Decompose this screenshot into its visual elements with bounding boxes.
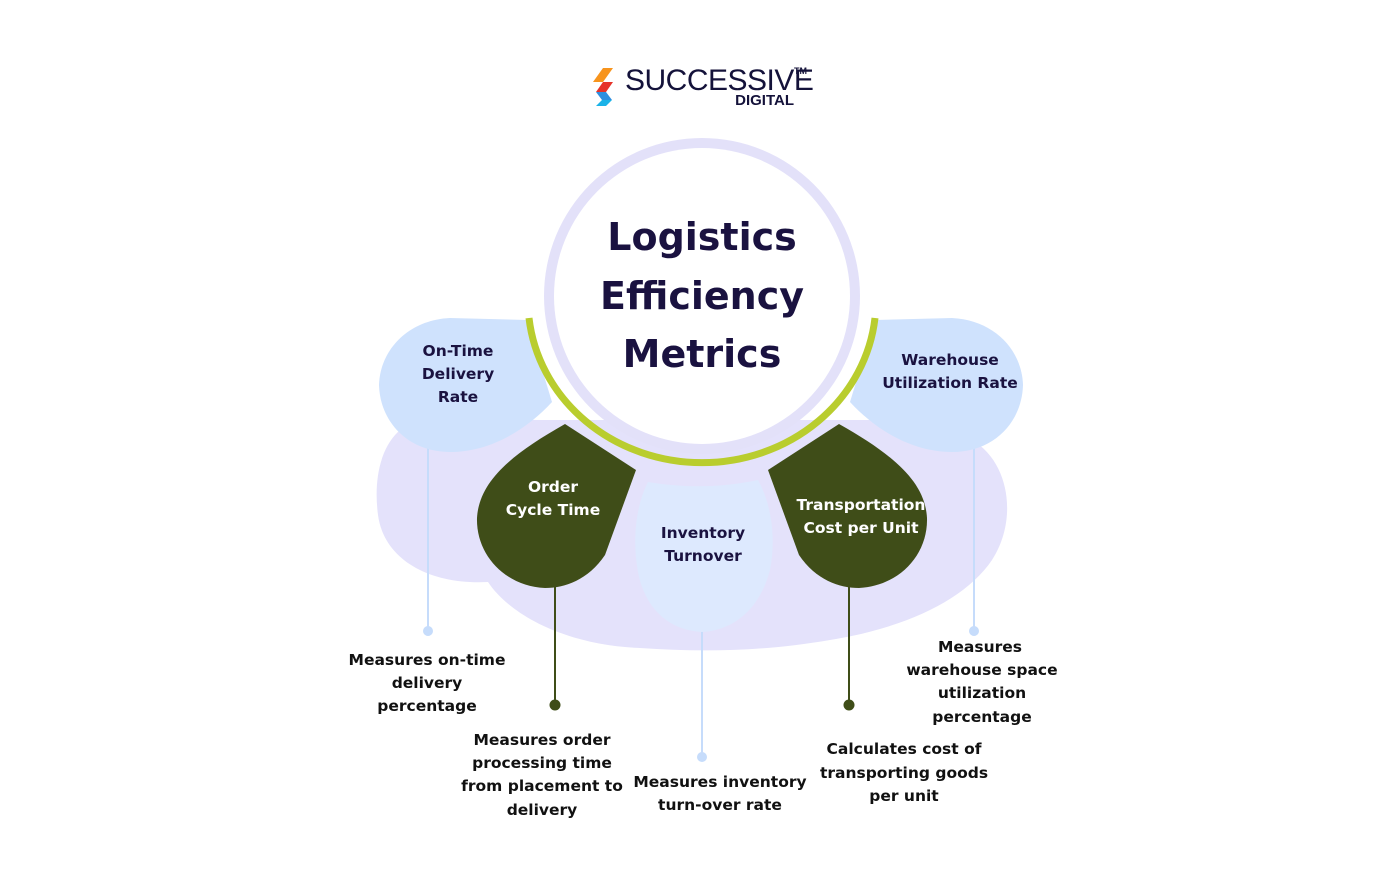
connector-dot-inventory-turnover	[697, 752, 707, 762]
center-title: Logistics Efficiency Metrics	[600, 215, 804, 376]
description-line: turn-over rate	[658, 796, 782, 814]
description-order-cycle-time: Measures order processing time from plac…	[461, 731, 623, 819]
logo-name: SUCCESSIVE	[625, 64, 813, 97]
brand-logo: SUCCESSIVE TM DIGITAL	[593, 64, 814, 109]
connector-dot-transportation-cost	[843, 699, 855, 711]
description-line: percentage	[932, 708, 1031, 726]
description-line: percentage	[377, 697, 476, 715]
logo-subtitle: DIGITAL	[735, 92, 794, 109]
label-line: Transportation	[797, 496, 926, 514]
description-line: Measures inventory	[633, 773, 806, 791]
node-on-time-delivery	[379, 318, 552, 452]
description-warehouse-utilization: Measures warehouse space utilization per…	[906, 638, 1057, 726]
connector-dot-on-time-delivery	[423, 626, 433, 636]
label-line: Delivery	[422, 365, 494, 383]
description-line: delivery	[392, 674, 463, 692]
description-transportation-cost: Calculates cost of transporting goods pe…	[820, 740, 988, 805]
description-line: Calculates cost of	[827, 740, 982, 758]
center-circle	[554, 148, 850, 444]
label-inventory-turnover: Inventory Turnover	[661, 524, 745, 565]
description-line: warehouse space	[906, 661, 1057, 679]
label-line: Cycle Time	[506, 501, 600, 519]
label-order-cycle-time: Order Cycle Time	[506, 478, 600, 519]
label-on-time-delivery: On-Time Delivery Rate	[422, 342, 494, 406]
node-order-cycle-time	[476, 424, 636, 588]
node-transportation-cost	[768, 424, 928, 588]
connector-dot-order-cycle	[549, 699, 561, 711]
description-line: transporting goods	[820, 764, 988, 782]
label-line: Warehouse	[901, 351, 999, 369]
logo-trademark: TM	[794, 66, 807, 76]
description-line: processing time	[472, 754, 612, 772]
description-line: Measures order	[474, 731, 611, 749]
label-line: On-Time	[423, 342, 494, 360]
label-transportation-cost: Transportation Cost per Unit	[797, 496, 926, 537]
label-line: Order	[528, 478, 578, 496]
center-title-line-2: Efficiency	[600, 274, 804, 318]
label-line: Rate	[438, 388, 478, 406]
label-line: Utilization Rate	[882, 374, 1018, 392]
label-line: Cost per Unit	[803, 519, 919, 537]
description-line: per unit	[869, 787, 939, 805]
logo-mark-icon	[593, 68, 613, 106]
node-warehouse-utilization	[850, 318, 1023, 452]
center-title-line-1: Logistics	[607, 215, 797, 259]
label-line: Turnover	[664, 547, 742, 565]
description-line: Measures	[938, 638, 1022, 656]
node-inventory-turnover	[635, 480, 773, 632]
label-warehouse-utilization: Warehouse Utilization Rate	[882, 351, 1018, 392]
accent-ring	[525, 317, 879, 467]
description-line: utilization	[938, 684, 1026, 702]
description-line: Measures on-time	[349, 651, 506, 669]
description-inventory-turnover: Measures inventory turn-over rate	[633, 773, 806, 814]
label-line: Inventory	[661, 524, 745, 542]
description-line: delivery	[507, 801, 578, 819]
description-line: from placement to	[461, 777, 623, 795]
description-on-time-delivery: Measures on-time delivery percentage	[349, 651, 506, 715]
center-title-line-3: Metrics	[623, 332, 782, 376]
connector-dot-warehouse-utilization	[969, 626, 979, 636]
